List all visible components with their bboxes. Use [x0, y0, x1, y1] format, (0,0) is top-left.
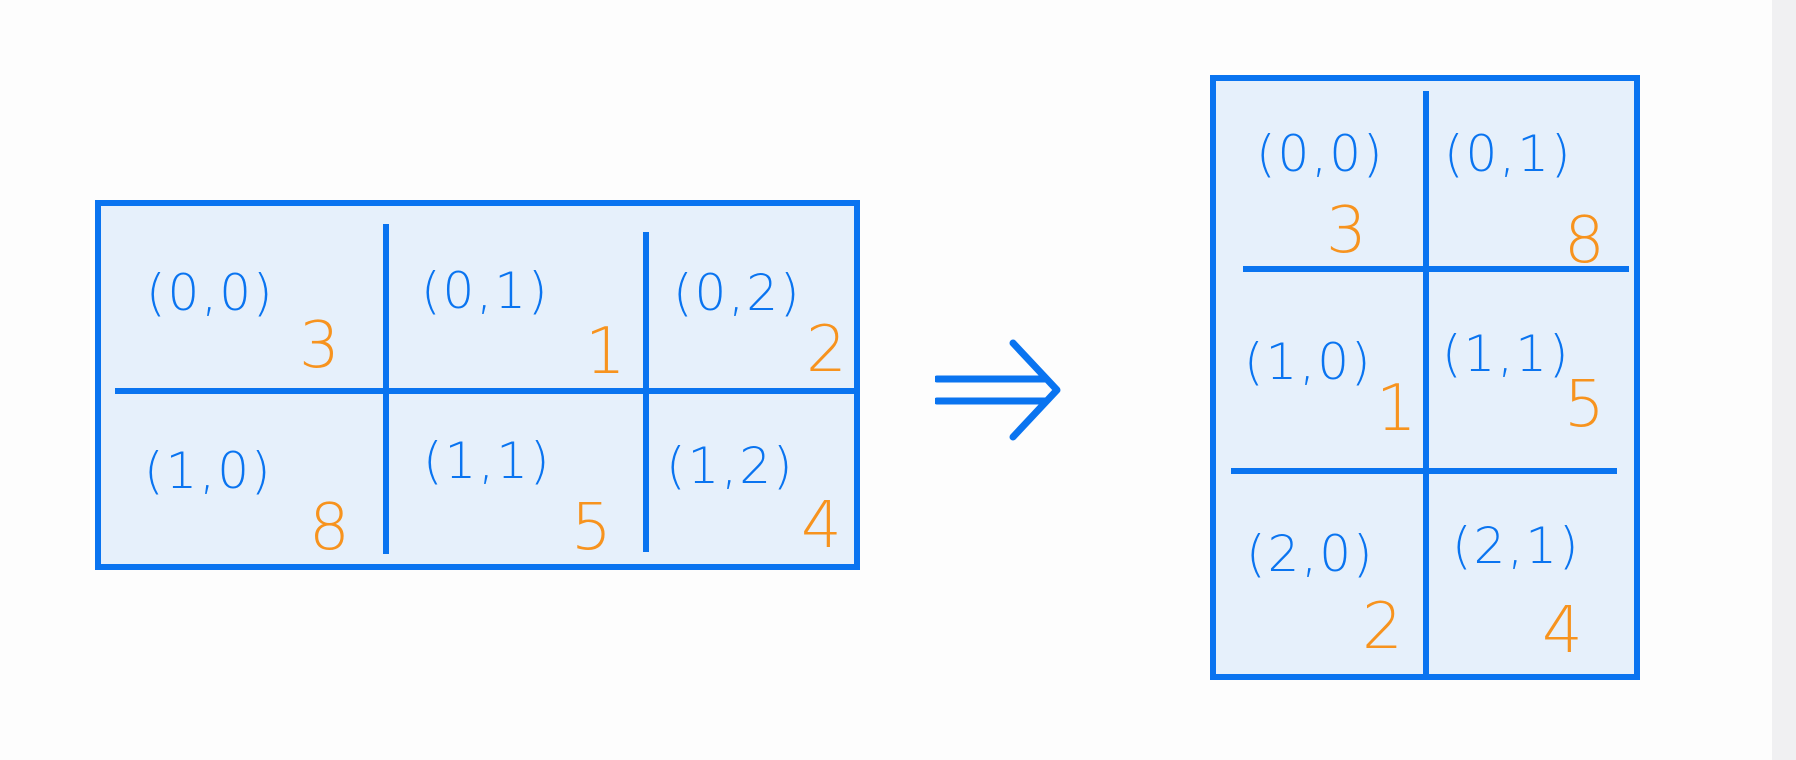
- target-cell-value: 4: [1542, 594, 1583, 668]
- target-cell-coord: (1,0): [1244, 333, 1373, 391]
- source-grid: (0,0) 3 (0,1) 1 (0,2) 2 (1,0) 8 (1,1) 5 …: [95, 200, 860, 570]
- source-cell-coord: (1,2): [666, 437, 795, 495]
- target-grid-col-divider: [1423, 91, 1429, 674]
- target-cell-coord: (0,1): [1444, 125, 1573, 183]
- source-cell-value: 4: [801, 489, 842, 563]
- source-cell-coord: (0,0): [146, 264, 275, 322]
- source-cell-coord: (1,0): [144, 442, 273, 500]
- target-grid: (0,0) 3 (0,1) 8 (1,0) 1 (1,1) 5 (2,0) 2 …: [1210, 75, 1640, 680]
- source-grid-col-divider-2: [643, 232, 649, 552]
- source-cell-value: 3: [299, 309, 340, 383]
- target-cell-value: 3: [1326, 194, 1367, 268]
- target-cell-value: 8: [1564, 204, 1605, 278]
- source-cell-value: 2: [806, 313, 847, 387]
- target-cell-coord: (2,1): [1452, 517, 1581, 575]
- target-cell-coord: (1,1): [1442, 325, 1571, 383]
- target-cell-coord: (2,0): [1246, 525, 1375, 583]
- source-cell-value: 8: [309, 491, 350, 565]
- source-cell-value: 1: [585, 315, 626, 389]
- source-grid-col-divider-1: [383, 224, 389, 554]
- target-cell-value: 2: [1362, 590, 1403, 664]
- target-cell-value: 5: [1564, 368, 1605, 442]
- source-cell-coord: (0,1): [421, 262, 550, 320]
- source-grid-row-divider: [115, 388, 855, 394]
- target-cell-value: 1: [1376, 372, 1417, 446]
- canvas-edge-strip: [1772, 0, 1796, 760]
- double-arrow-right-icon: [935, 339, 1061, 441]
- source-cell-coord: (0,2): [673, 264, 802, 322]
- target-grid-row-divider-1: [1243, 266, 1629, 272]
- source-cell-coord: (1,1): [423, 432, 552, 490]
- target-cell-coord: (0,0): [1256, 125, 1385, 183]
- source-cell-value: 5: [571, 491, 612, 565]
